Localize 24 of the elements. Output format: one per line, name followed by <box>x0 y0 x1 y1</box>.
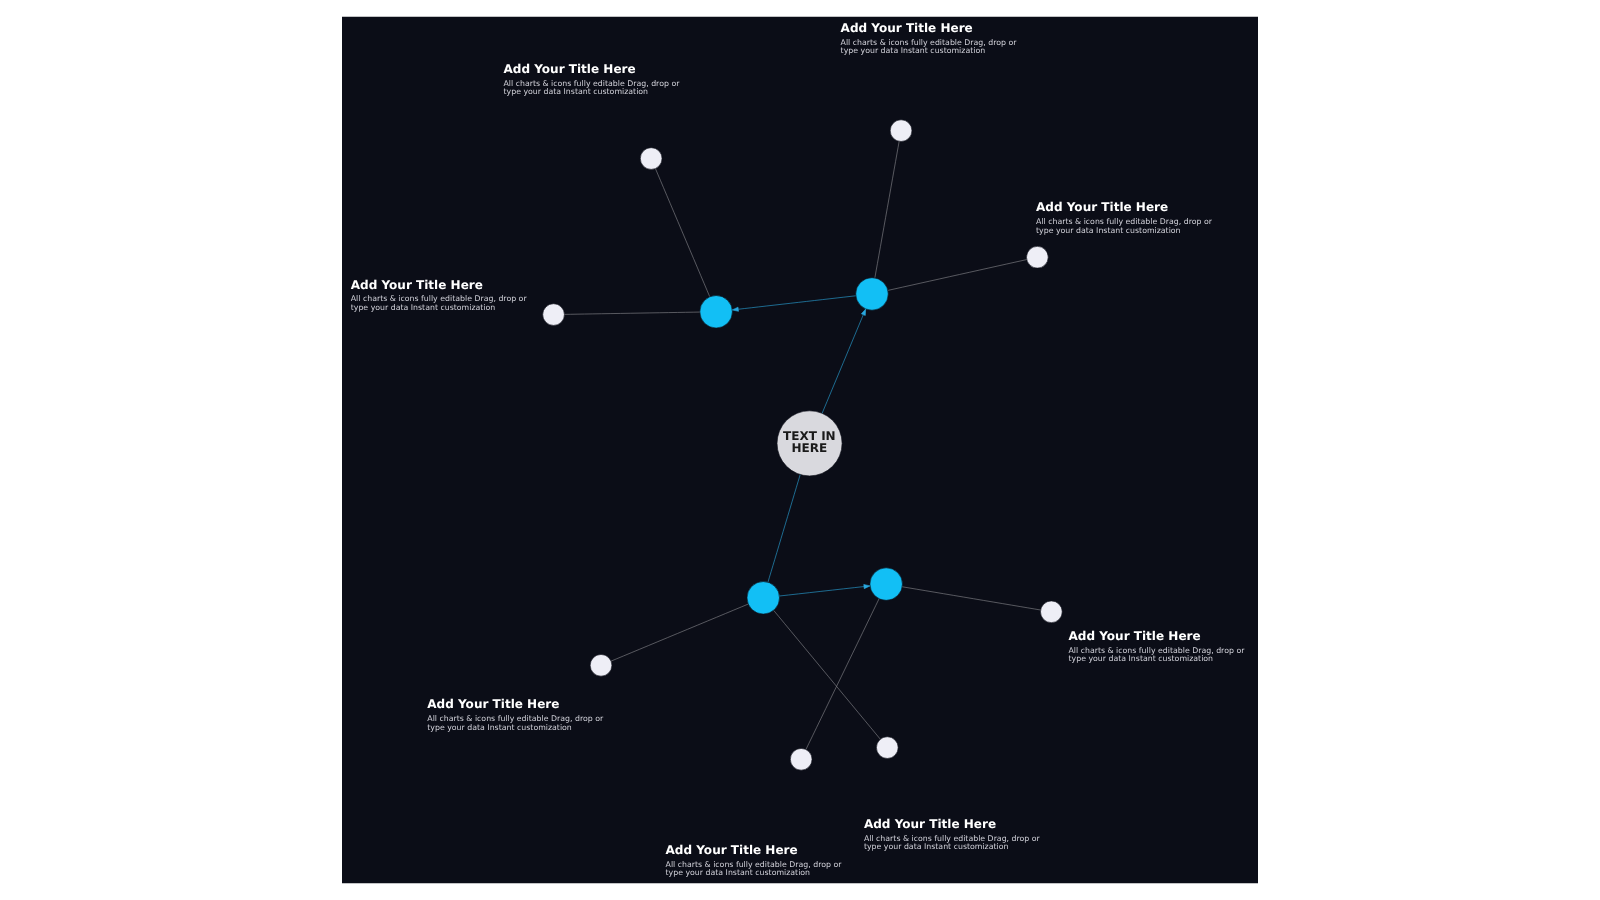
node-circle <box>746 581 780 615</box>
arrow <box>732 295 856 312</box>
connector <box>610 603 749 662</box>
node-circle <box>790 748 813 771</box>
connector <box>902 586 1041 611</box>
arrow <box>821 308 866 414</box>
node-circle <box>542 303 565 326</box>
node-circle <box>889 119 913 142</box>
node-circle <box>1026 246 1049 269</box>
node-circle <box>869 567 903 601</box>
connector <box>655 168 710 297</box>
node-circle <box>855 277 889 311</box>
connector <box>805 598 880 750</box>
node-circle <box>699 295 733 329</box>
connector <box>767 474 801 583</box>
node-circle <box>589 654 613 677</box>
connector <box>773 610 881 740</box>
connector <box>874 141 900 278</box>
arrow <box>779 584 871 597</box>
node-circle <box>640 147 663 170</box>
connector <box>564 311 701 315</box>
node-circle <box>1040 600 1063 623</box>
node-circle <box>876 736 899 759</box>
connector <box>887 259 1028 291</box>
